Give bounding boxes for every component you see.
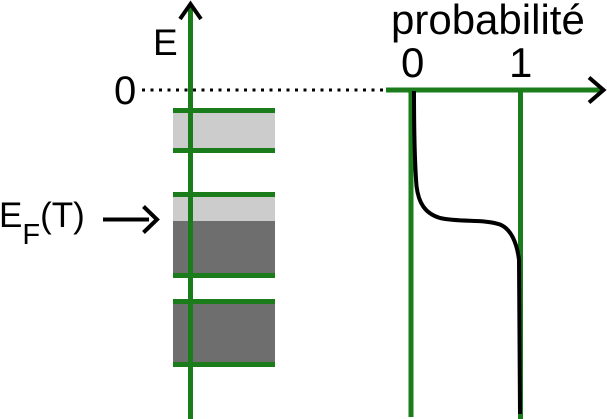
probability-axis-arrowhead-icon [587,75,607,105]
probability-tick-one: 1 [509,39,533,86]
fermi-level-label-subscript: F [22,219,41,251]
energy-axis-label: E [153,22,178,63]
fermi-dirac-curve [412,90,522,415]
fermi-level-arrowhead-icon [142,205,160,234]
probability-tick-zero: 0 [401,39,425,86]
fermi-level-label-base: E [0,196,23,235]
energy-zero-label: 0 [114,69,137,113]
energy-axis-arrowhead-icon [178,0,203,21]
fermi-level-label: EF(T) [0,198,85,250]
fermi-level-label-argument: (T) [40,196,85,235]
probability-axis-title: probabilité [391,0,585,43]
